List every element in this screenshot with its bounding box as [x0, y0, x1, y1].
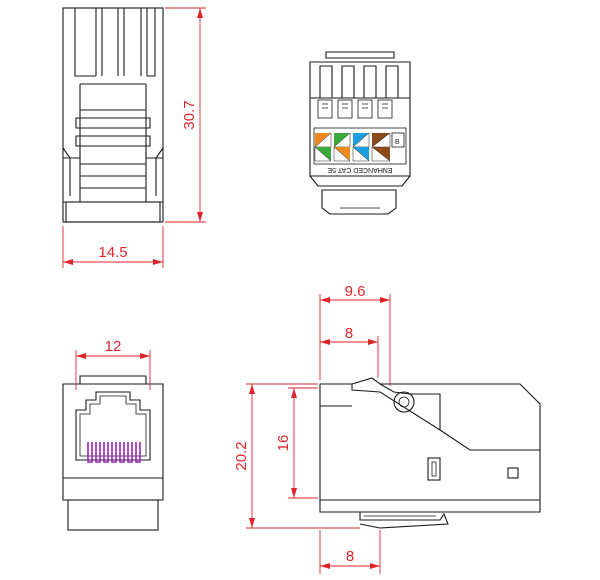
bottom-width-dimension: 12 [75, 338, 151, 390]
jack-face-view [62, 375, 164, 531]
side-height-outer-dimension: 20.2 [233, 383, 360, 529]
side-bottom-dimension: 8 [319, 530, 381, 574]
side-height-inner-dimension: 16 [275, 387, 318, 499]
rear-view: B ENHANCED CAT 5E [309, 51, 411, 215]
side-height-outer-label: 20.2 [233, 441, 250, 470]
side-top-label: 9.6 [345, 283, 366, 300]
width-bottom-label: 12 [105, 338, 122, 355]
side-bottom-label: 8 [346, 548, 354, 565]
side-view [319, 377, 541, 529]
width-front-label: 14.5 [98, 244, 127, 261]
front-view [62, 7, 164, 223]
rj45-pins [87, 442, 141, 463]
row-letter: B [395, 139, 400, 146]
front-height-dimension: 30.7 [165, 7, 206, 223]
front-width-dimension: 14.5 [62, 226, 164, 268]
side-mid-label: 8 [345, 325, 353, 342]
enhanced-cat5e-label: ENHANCED CAT 5E [327, 166, 392, 173]
side-height-inner-label: 16 [275, 435, 292, 452]
side-mid-dimension: 8 [320, 325, 379, 378]
side-top-dimension: 9.6 [319, 283, 391, 386]
height-front-label: 30.7 [181, 100, 198, 129]
